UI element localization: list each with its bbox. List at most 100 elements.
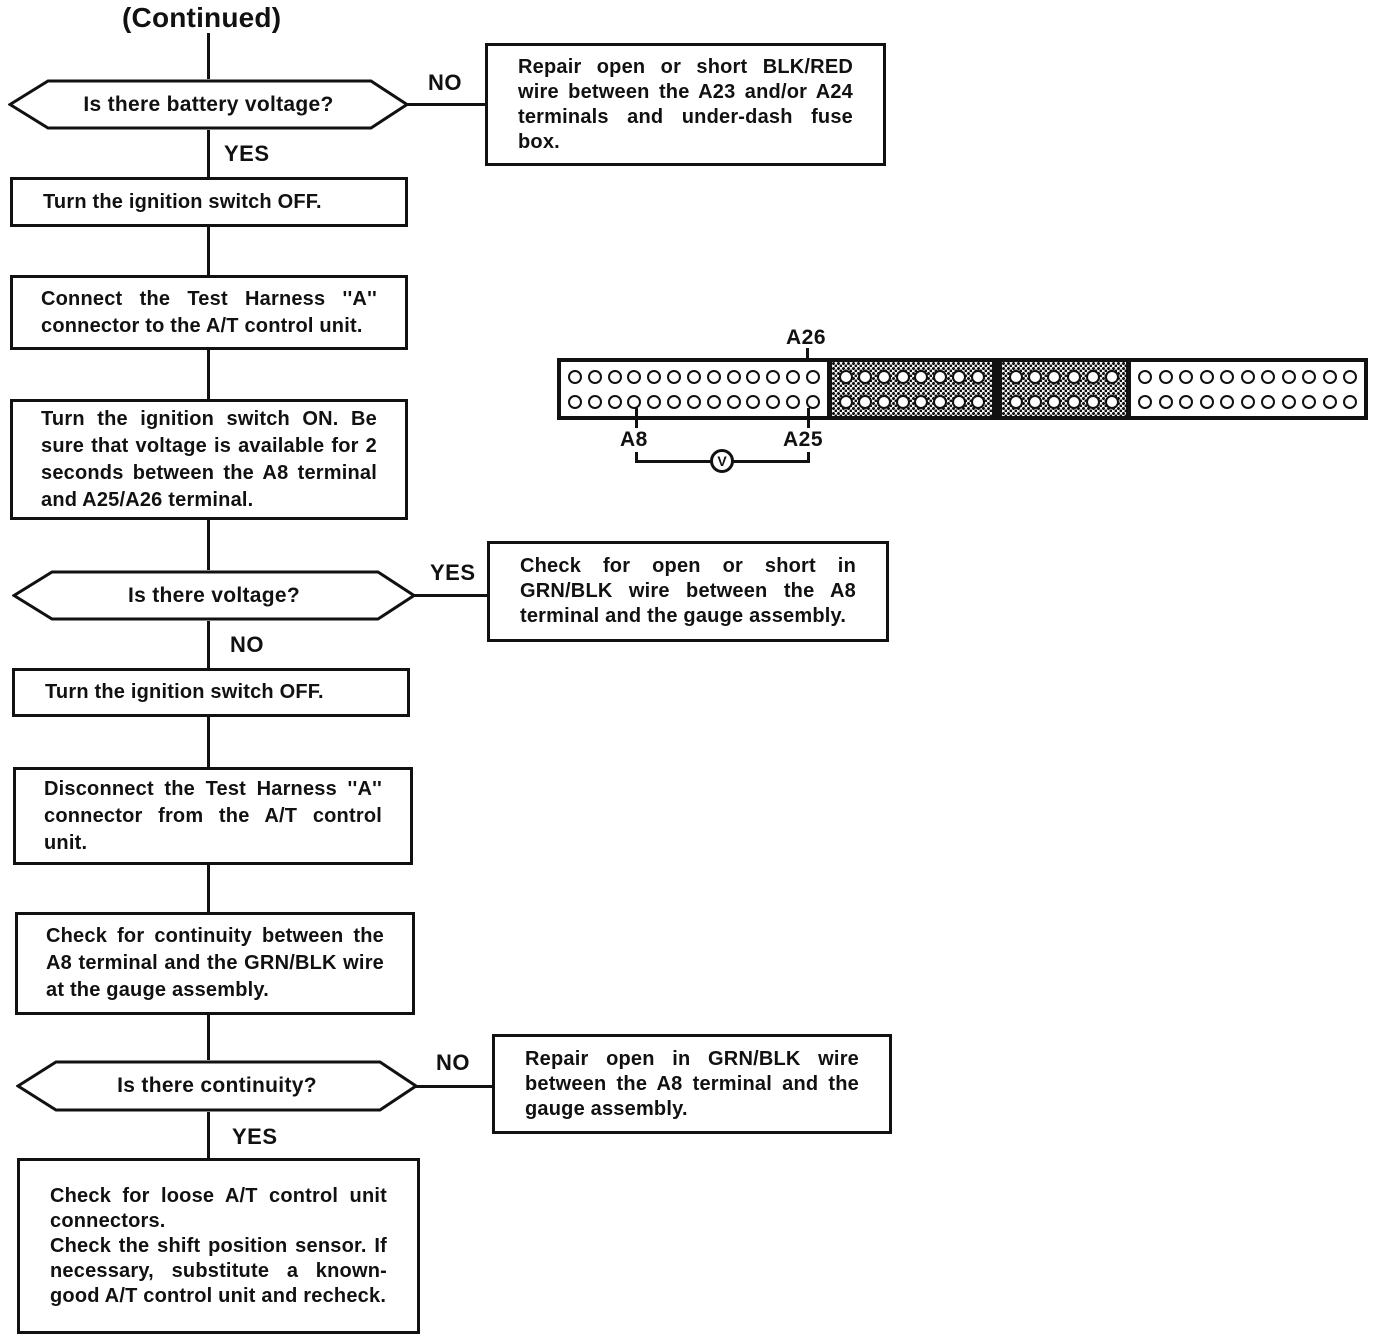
pin-hole <box>607 394 622 409</box>
pin-hole <box>1220 369 1234 384</box>
pin-hole <box>568 394 582 409</box>
pin-hole <box>970 394 985 409</box>
pin-hole <box>1066 394 1081 409</box>
pin-hole <box>627 394 642 409</box>
pin-hole <box>1158 369 1173 384</box>
pin-hole <box>952 369 967 384</box>
hexagon-shape <box>16 1060 418 1112</box>
terminal-a8-lead-line <box>635 408 638 428</box>
decision-question: Is there battery voltage? <box>83 92 334 116</box>
process-final-checks: Check for loose A/T control unit connect… <box>17 1158 420 1334</box>
flow-line <box>207 717 210 767</box>
terminal-label-a8: A8 <box>620 428 648 451</box>
branch-label-yes: YES <box>232 1124 278 1149</box>
process-connect-test-harness: Connect the Test Harness ''A'' connector… <box>10 275 408 350</box>
pin-hole <box>914 394 929 409</box>
action-text: Repair open in GRN/BLK wire between the … <box>525 1047 859 1120</box>
decision-battery-voltage: Is there battery voltage? <box>8 79 409 130</box>
branch-label-no: NO <box>230 632 264 657</box>
branch-label-yes: YES <box>224 141 270 166</box>
connector-section-b <box>827 362 997 416</box>
connector-section-a <box>561 362 827 416</box>
action-text: Check for open or short in GRN/BLK wire … <box>520 555 856 627</box>
pin-hole <box>876 394 891 409</box>
process-check-continuity: Check for continuity between the A8 term… <box>15 912 415 1015</box>
action-repair-grn-blk-wire: Repair open in GRN/BLK wire between the … <box>492 1034 892 1134</box>
pin-hole <box>1138 394 1152 409</box>
decision-question: Is there continuity? <box>117 1074 317 1097</box>
process-text: Check for continuity between the A8 term… <box>46 925 384 1001</box>
flow-line <box>207 865 210 912</box>
action-text: Repair open or short BLK/RED wire betwee… <box>518 55 853 153</box>
pin-hole <box>667 394 682 409</box>
pin-hole <box>1261 394 1275 409</box>
hexagon-shape <box>12 570 416 621</box>
branch-label-yes: YES <box>430 560 476 585</box>
pin-hole <box>627 369 642 384</box>
flow-branch-line <box>404 103 485 106</box>
pin-row <box>839 394 985 409</box>
pin-row <box>1138 369 1357 384</box>
pin-hole <box>667 369 682 384</box>
hexagon-shape <box>8 79 409 130</box>
pin-hole <box>1066 369 1081 384</box>
pin-hole <box>895 394 910 409</box>
final-check-line: Check the shift position sensor. If nece… <box>50 1234 387 1307</box>
pin-hole <box>895 369 910 384</box>
pin-row <box>1009 369 1119 384</box>
pin-hole <box>1240 369 1255 384</box>
pin-hole <box>1199 394 1214 409</box>
flow-line <box>207 520 210 570</box>
pin-hole <box>1261 369 1275 384</box>
pin-hole <box>1281 394 1296 409</box>
pin-hole <box>726 394 741 409</box>
pin-row <box>1009 394 1119 409</box>
process-text: Connect the Test Harness ''A'' connector… <box>41 287 377 337</box>
pin-hole <box>1028 394 1043 409</box>
terminal-label-a26: A26 <box>786 326 827 349</box>
control-unit-connector-diagram <box>557 358 1368 420</box>
pin-hole <box>647 369 662 384</box>
pin-hole <box>970 369 985 384</box>
process-text: Disconnect the Test Harness ''A'' connec… <box>44 777 382 854</box>
pin-hole <box>933 369 948 384</box>
flow-line <box>207 227 210 275</box>
pin-hole <box>1199 369 1214 384</box>
pin-hole <box>647 394 662 409</box>
pin-row <box>1138 394 1357 409</box>
process-ignition-off-2: Turn the ignition switch OFF. <box>12 668 410 717</box>
pin-hole <box>1104 394 1119 409</box>
pin-hole <box>857 394 872 409</box>
connector-section-d <box>1131 362 1364 416</box>
pin-hole <box>1322 394 1337 409</box>
pin-hole <box>726 369 741 384</box>
pin-hole <box>1158 394 1173 409</box>
pin-hole <box>1047 369 1062 384</box>
process-text: Turn the ignition switch OFF. <box>43 190 322 213</box>
pin-hole <box>746 369 761 384</box>
process-text: Turn the ignition switch ON. Be sure tha… <box>41 407 377 511</box>
voltmeter-icon: V <box>710 449 734 473</box>
pin-hole <box>1104 369 1119 384</box>
pin-hole <box>587 369 602 384</box>
terminal-a25-lead-line <box>807 408 810 428</box>
pin-hole <box>786 394 801 409</box>
pin-hole <box>1343 369 1357 384</box>
flow-branch-line <box>414 1085 492 1088</box>
pin-hole <box>746 394 761 409</box>
pin-hole <box>876 369 891 384</box>
action-check-grn-blk-wire: Check for open or short in GRN/BLK wire … <box>487 541 889 642</box>
pin-hole <box>1179 369 1193 384</box>
terminal-label-a25: A25 <box>783 428 824 451</box>
pin-hole <box>1220 394 1234 409</box>
pin-hole <box>1240 394 1255 409</box>
connector-section-c <box>997 362 1131 416</box>
pin-hole <box>1009 394 1023 409</box>
pin-hole <box>933 394 948 409</box>
pin-row <box>568 394 820 409</box>
action-repair-blk-red-wire: Repair open or short BLK/RED wire betwee… <box>485 43 886 166</box>
pin-hole <box>1009 369 1023 384</box>
pin-hole <box>587 394 602 409</box>
pin-hole <box>1302 369 1316 384</box>
